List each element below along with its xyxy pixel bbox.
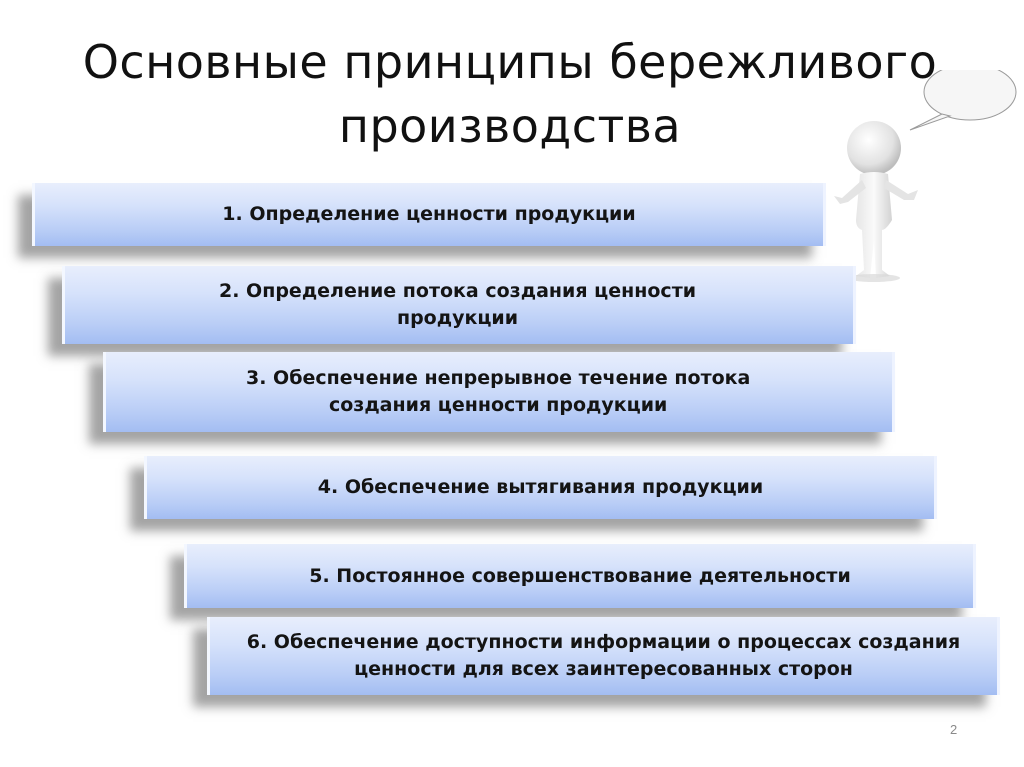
principle-text-3: 3. Обеспечение непрерывное течение поток… bbox=[246, 367, 751, 416]
principle-text-6: 6. Обеспечение доступности информации о … bbox=[246, 631, 961, 680]
person-with-speech-bubble-icon bbox=[834, 70, 1017, 282]
principle-text-1: 1. Определение ценности продукции bbox=[222, 203, 636, 225]
principle-text-4: 4. Обеспечение вытягивания продукции bbox=[317, 476, 764, 498]
principle-bar-6: 6. Обеспечение доступности информации о … bbox=[207, 617, 1000, 695]
slide-title: Основные принципы бережливого производст… bbox=[82, 35, 938, 153]
principle-bar-4: 4. Обеспечение вытягивания продукции bbox=[144, 456, 937, 519]
principle-text-2: 2. Определение потока создания ценности … bbox=[219, 280, 697, 329]
principle-bar-3: 3. Обеспечение непрерывное течение поток… bbox=[103, 352, 895, 432]
principle-text-5: 5. Постоянное совершенствование деятельн… bbox=[309, 564, 851, 587]
principle-bar-1: 1. Определение ценности продукции bbox=[32, 183, 826, 246]
page-number: 2 bbox=[950, 722, 958, 737]
principle-bar-2: 2. Определение потока создания ценности … bbox=[62, 266, 856, 344]
principle-bar-5: 5. Постоянное совершенствование деятельн… bbox=[184, 544, 976, 608]
